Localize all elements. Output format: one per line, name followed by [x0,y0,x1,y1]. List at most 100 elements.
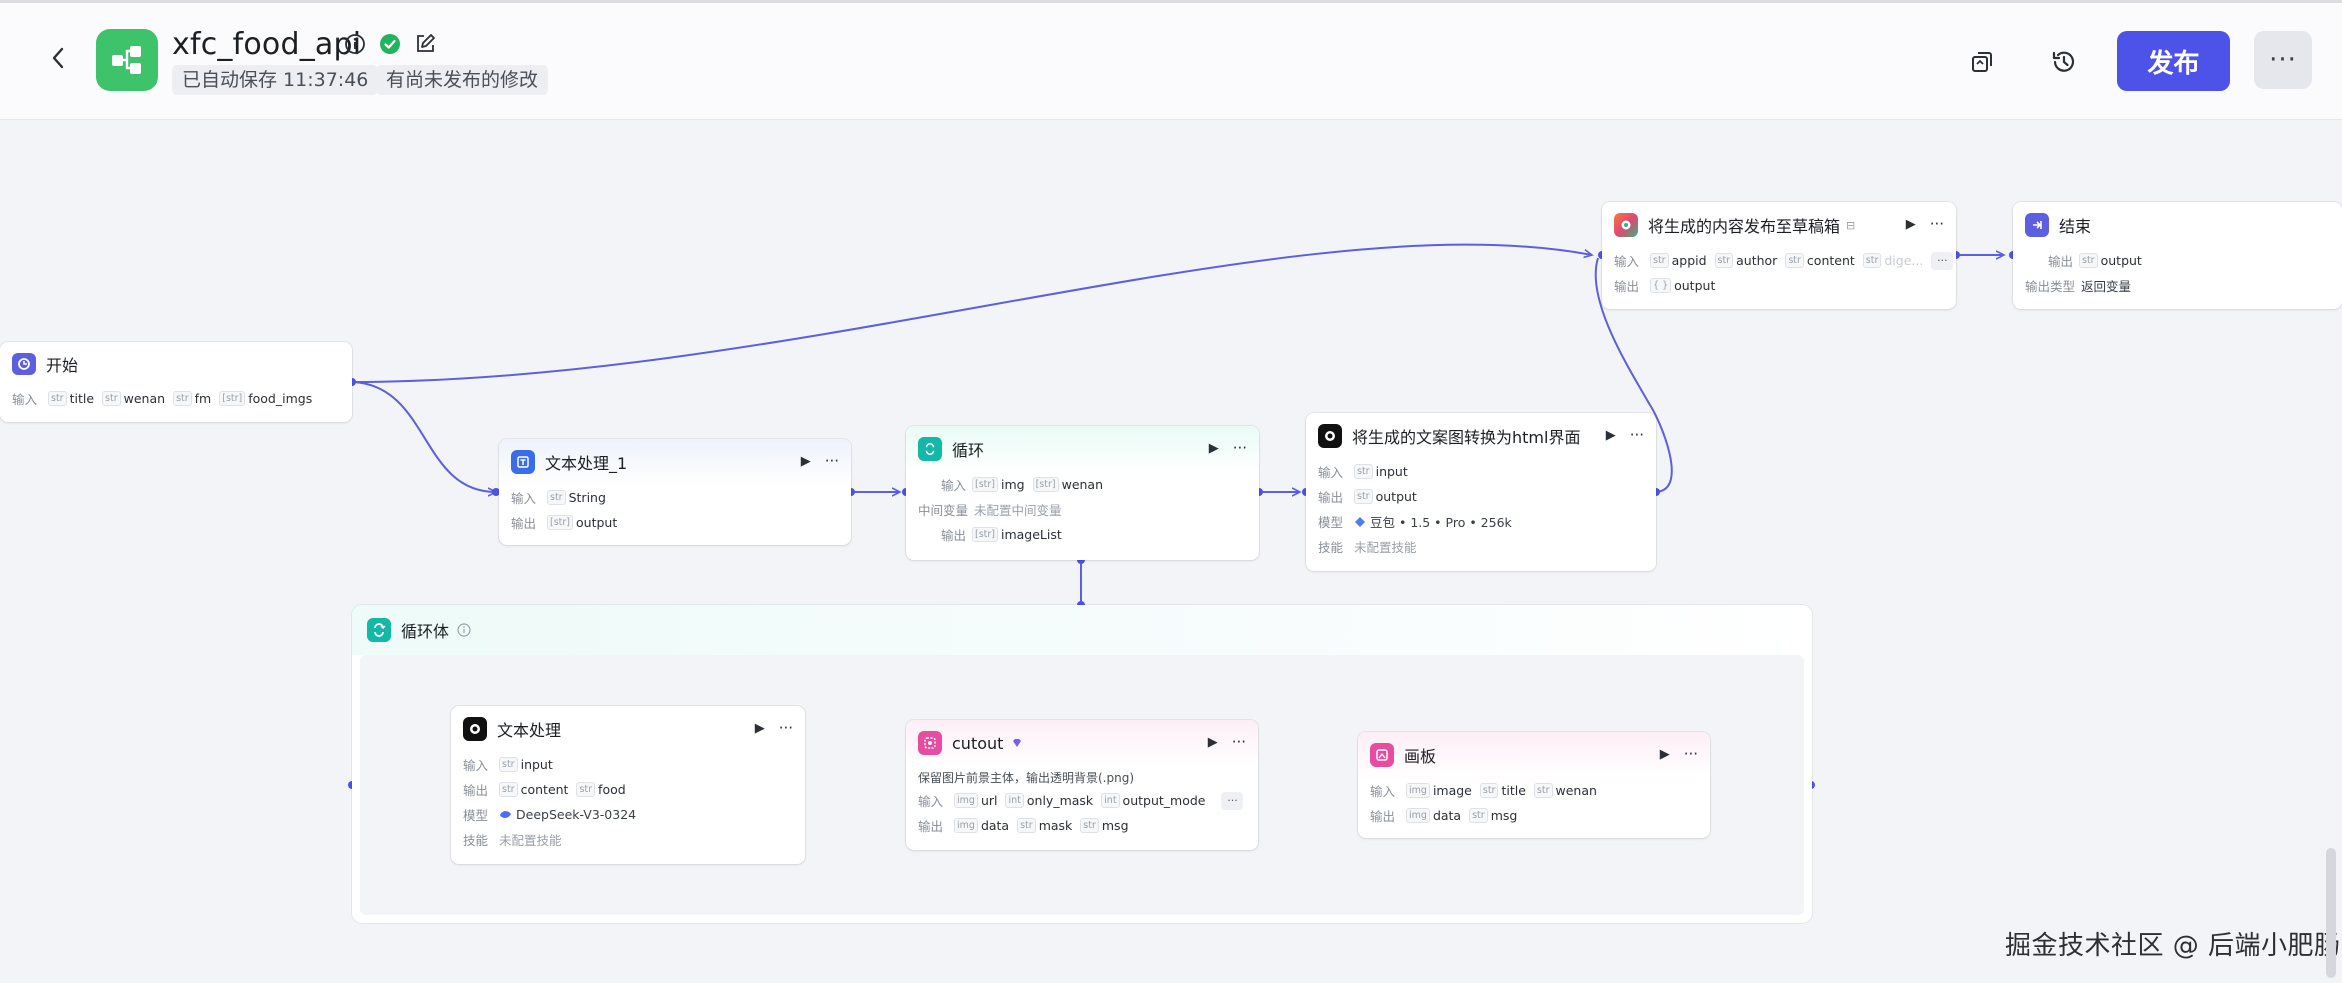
param-name: url [980,793,998,808]
info-icon[interactable] [457,623,471,637]
param-name: fm [194,391,212,406]
param-name: output [1674,278,1716,293]
type-badge: str [48,391,67,406]
type-badge: str [1080,818,1099,833]
skill-label: 技能 [1318,540,1344,555]
output-label: 输出 [511,516,537,531]
skill-value: 未配置技能 [499,833,562,848]
more-icon[interactable]: ··· [824,452,839,470]
type-badge: str [1650,253,1669,268]
history-button[interactable] [2047,45,2081,79]
more-params-button[interactable]: ··· [1221,791,1244,810]
loop-icon [918,437,942,461]
publish-button[interactable]: 发布 [2117,31,2230,91]
watermark: 掘金技术社区 @ 后端小肥肠 [2005,931,2341,961]
play-icon[interactable]: ▶ [754,720,765,736]
deepseek-icon [499,809,512,821]
param-name: String [568,490,606,505]
edge-start-to-publish [351,243,1592,383]
param-name: appid [1671,253,1707,268]
edit-icon[interactable] [413,32,437,56]
llm-icon [463,717,487,741]
cutout-title: cutout [952,733,1004,753]
param-name: title [1501,783,1526,798]
type-badge: str [2079,253,2098,268]
play-icon[interactable]: ▶ [1208,440,1219,456]
model-label: 模型 [463,808,489,823]
more-icon[interactable]: ··· [1929,215,1944,233]
more-icon[interactable]: ··· [778,719,793,737]
cutout-node[interactable]: cutout ▶ ··· 保留图片前景主体，输出透明背景(.png) 输入 im… [906,720,1258,850]
canvas-scrollbar[interactable] [2326,848,2336,978]
model-label: 模型 [1318,515,1344,530]
loop-icon [367,618,391,642]
text1-title: 文本处理_1 [545,454,628,473]
chevron-left-icon [52,47,64,69]
start-title: 开始 [46,356,79,375]
loop-node[interactable]: 循环 ▶ ··· 输入 [str]img [str]wenan 中间变量 未配置… [906,426,1259,560]
more-button[interactable]: ··· [2254,31,2312,89]
param-name: content [520,782,569,797]
type-badge: [str] [972,527,998,542]
back-button[interactable] [44,44,72,72]
type-badge: [str] [972,477,998,492]
type-badge: str [1354,464,1373,479]
canvas-title: 画板 [1404,747,1437,766]
start-icon [12,353,36,375]
param-name: image [1432,783,1472,798]
type-badge: img [1406,808,1430,823]
param-name: output [1375,489,1417,504]
end-title: 结束 [2059,217,2092,236]
param-name: wenan [1555,783,1597,798]
type-badge: int [1101,793,1120,808]
loop-title: 循环 [952,441,985,460]
param-name: only_mask [1026,793,1094,808]
type-badge: str [1479,783,1499,798]
param-name: data [980,818,1010,833]
more-icon[interactable]: ··· [1683,745,1698,763]
html-title: 将生成的文案图转换为html界面 [1352,428,1581,447]
info-icon[interactable] [343,32,367,56]
note-icon: ⊟ [1846,218,1856,232]
doubao-icon [1354,516,1366,528]
param-name: title [69,391,95,406]
top-bar: xfc_food_api 已自动保存 11:37:46 有尚未发布的修改 发布 … [0,0,2342,120]
more-icon[interactable]: ··· [1629,426,1644,444]
model-value: DeepSeek-V3-0324 [516,807,637,822]
cutout-description: 保留图片前景主体，输出透明背景(.png) [918,770,1135,785]
play-icon[interactable]: ▶ [1605,427,1616,443]
autosave-chip: 已自动保存 11:37:46 [172,65,379,95]
more-icon[interactable]: ··· [1232,439,1247,457]
more-icon[interactable]: ··· [1231,733,1246,751]
play-icon[interactable]: ▶ [1905,216,1916,232]
output-label: 输出 [2047,254,2073,269]
play-icon[interactable]: ▶ [1659,746,1670,762]
text2-title: 文本处理 [497,721,562,740]
play-icon[interactable]: ▶ [800,453,811,469]
end-icon [2025,213,2049,237]
input-label: 输入 [940,478,966,493]
type-badge: img [954,793,978,808]
type-badge: img [954,818,978,833]
output-label: 输出 [940,528,966,543]
unpublished-chip: 有尚未发布的修改 [376,65,549,95]
play-icon[interactable]: ▶ [1207,734,1218,750]
mid-var-label: 中间变量 [918,503,969,518]
param-name: mask [1038,818,1073,833]
input-label: 输入 [918,794,944,809]
type-badge: str [1714,253,1734,268]
type-badge: [str] [1032,477,1059,492]
history-icon [2052,51,2075,72]
param-name: dige... [1884,253,1924,268]
type-badge: str [499,782,518,797]
param-name: input [1375,464,1408,479]
copy-button[interactable] [1965,45,1999,79]
more-params-button[interactable]: ··· [1931,251,1954,270]
